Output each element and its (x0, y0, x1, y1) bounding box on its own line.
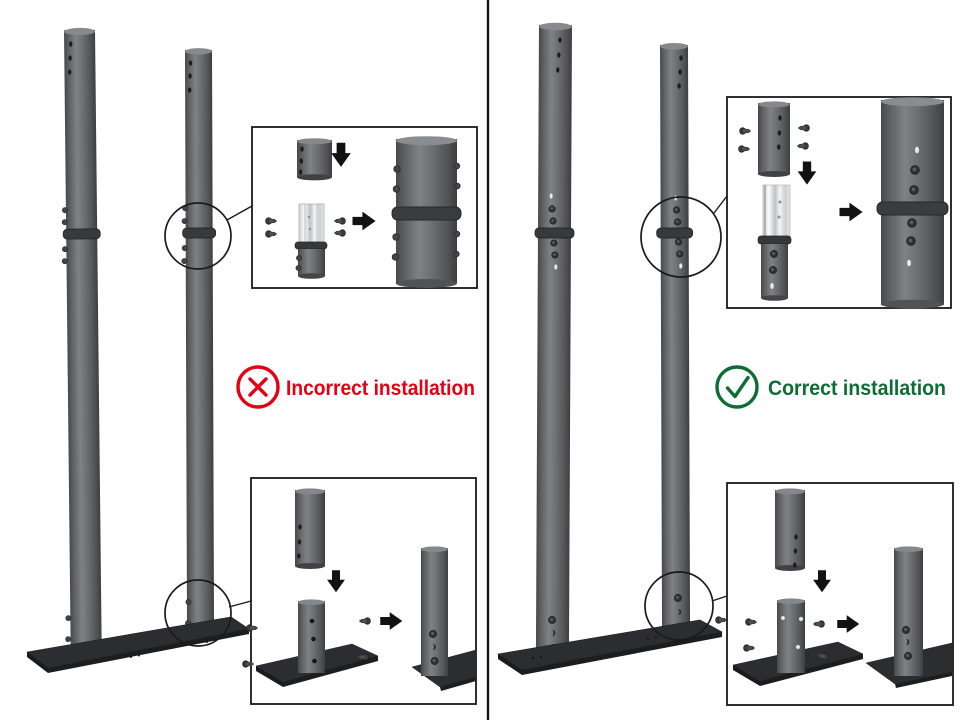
base-screw-bumps (65, 615, 72, 643)
callout-circle-base (644, 571, 714, 641)
correct-panel: Correct installation (497, 22, 954, 706)
callout-line (711, 595, 728, 602)
joint-detail-inset (251, 126, 478, 289)
callout-line (228, 600, 252, 608)
pole-left (534, 22, 575, 659)
base-detail-inset (242, 477, 477, 705)
cross-circle-icon (236, 365, 280, 409)
pole-right (181, 48, 217, 639)
joint-collar (656, 227, 694, 239)
callout-circle-joint (640, 196, 722, 278)
plate-holes (532, 636, 657, 659)
callout-circle-joint (164, 202, 232, 270)
correct-label-text: Correct installation (768, 376, 946, 400)
base-plate (26, 616, 250, 673)
callout-line (226, 205, 253, 221)
joint-detail-inset (726, 96, 952, 309)
callout-line (713, 195, 728, 214)
pole-right (656, 42, 694, 641)
pole-left (61, 27, 102, 659)
correct-label: Correct installation (715, 365, 946, 409)
callout-circle-base (164, 579, 232, 647)
base-plate (497, 619, 723, 675)
assembled-base-correct (865, 546, 953, 688)
joint-collar (534, 227, 575, 239)
assembled-base-incorrect (411, 546, 477, 691)
incorrect-label: Incorrect installation (236, 365, 475, 409)
assembled-joint-correct (876, 97, 949, 309)
base-detail-inset (715, 482, 954, 706)
joint-collar (182, 227, 217, 239)
incorrect-label-text: Incorrect installation (286, 376, 475, 400)
check-circle-icon (715, 365, 759, 409)
assembled-joint-incorrect (391, 136, 462, 288)
joint-collar (62, 228, 101, 240)
incorrect-panel: Incorrect installation (26, 27, 478, 705)
